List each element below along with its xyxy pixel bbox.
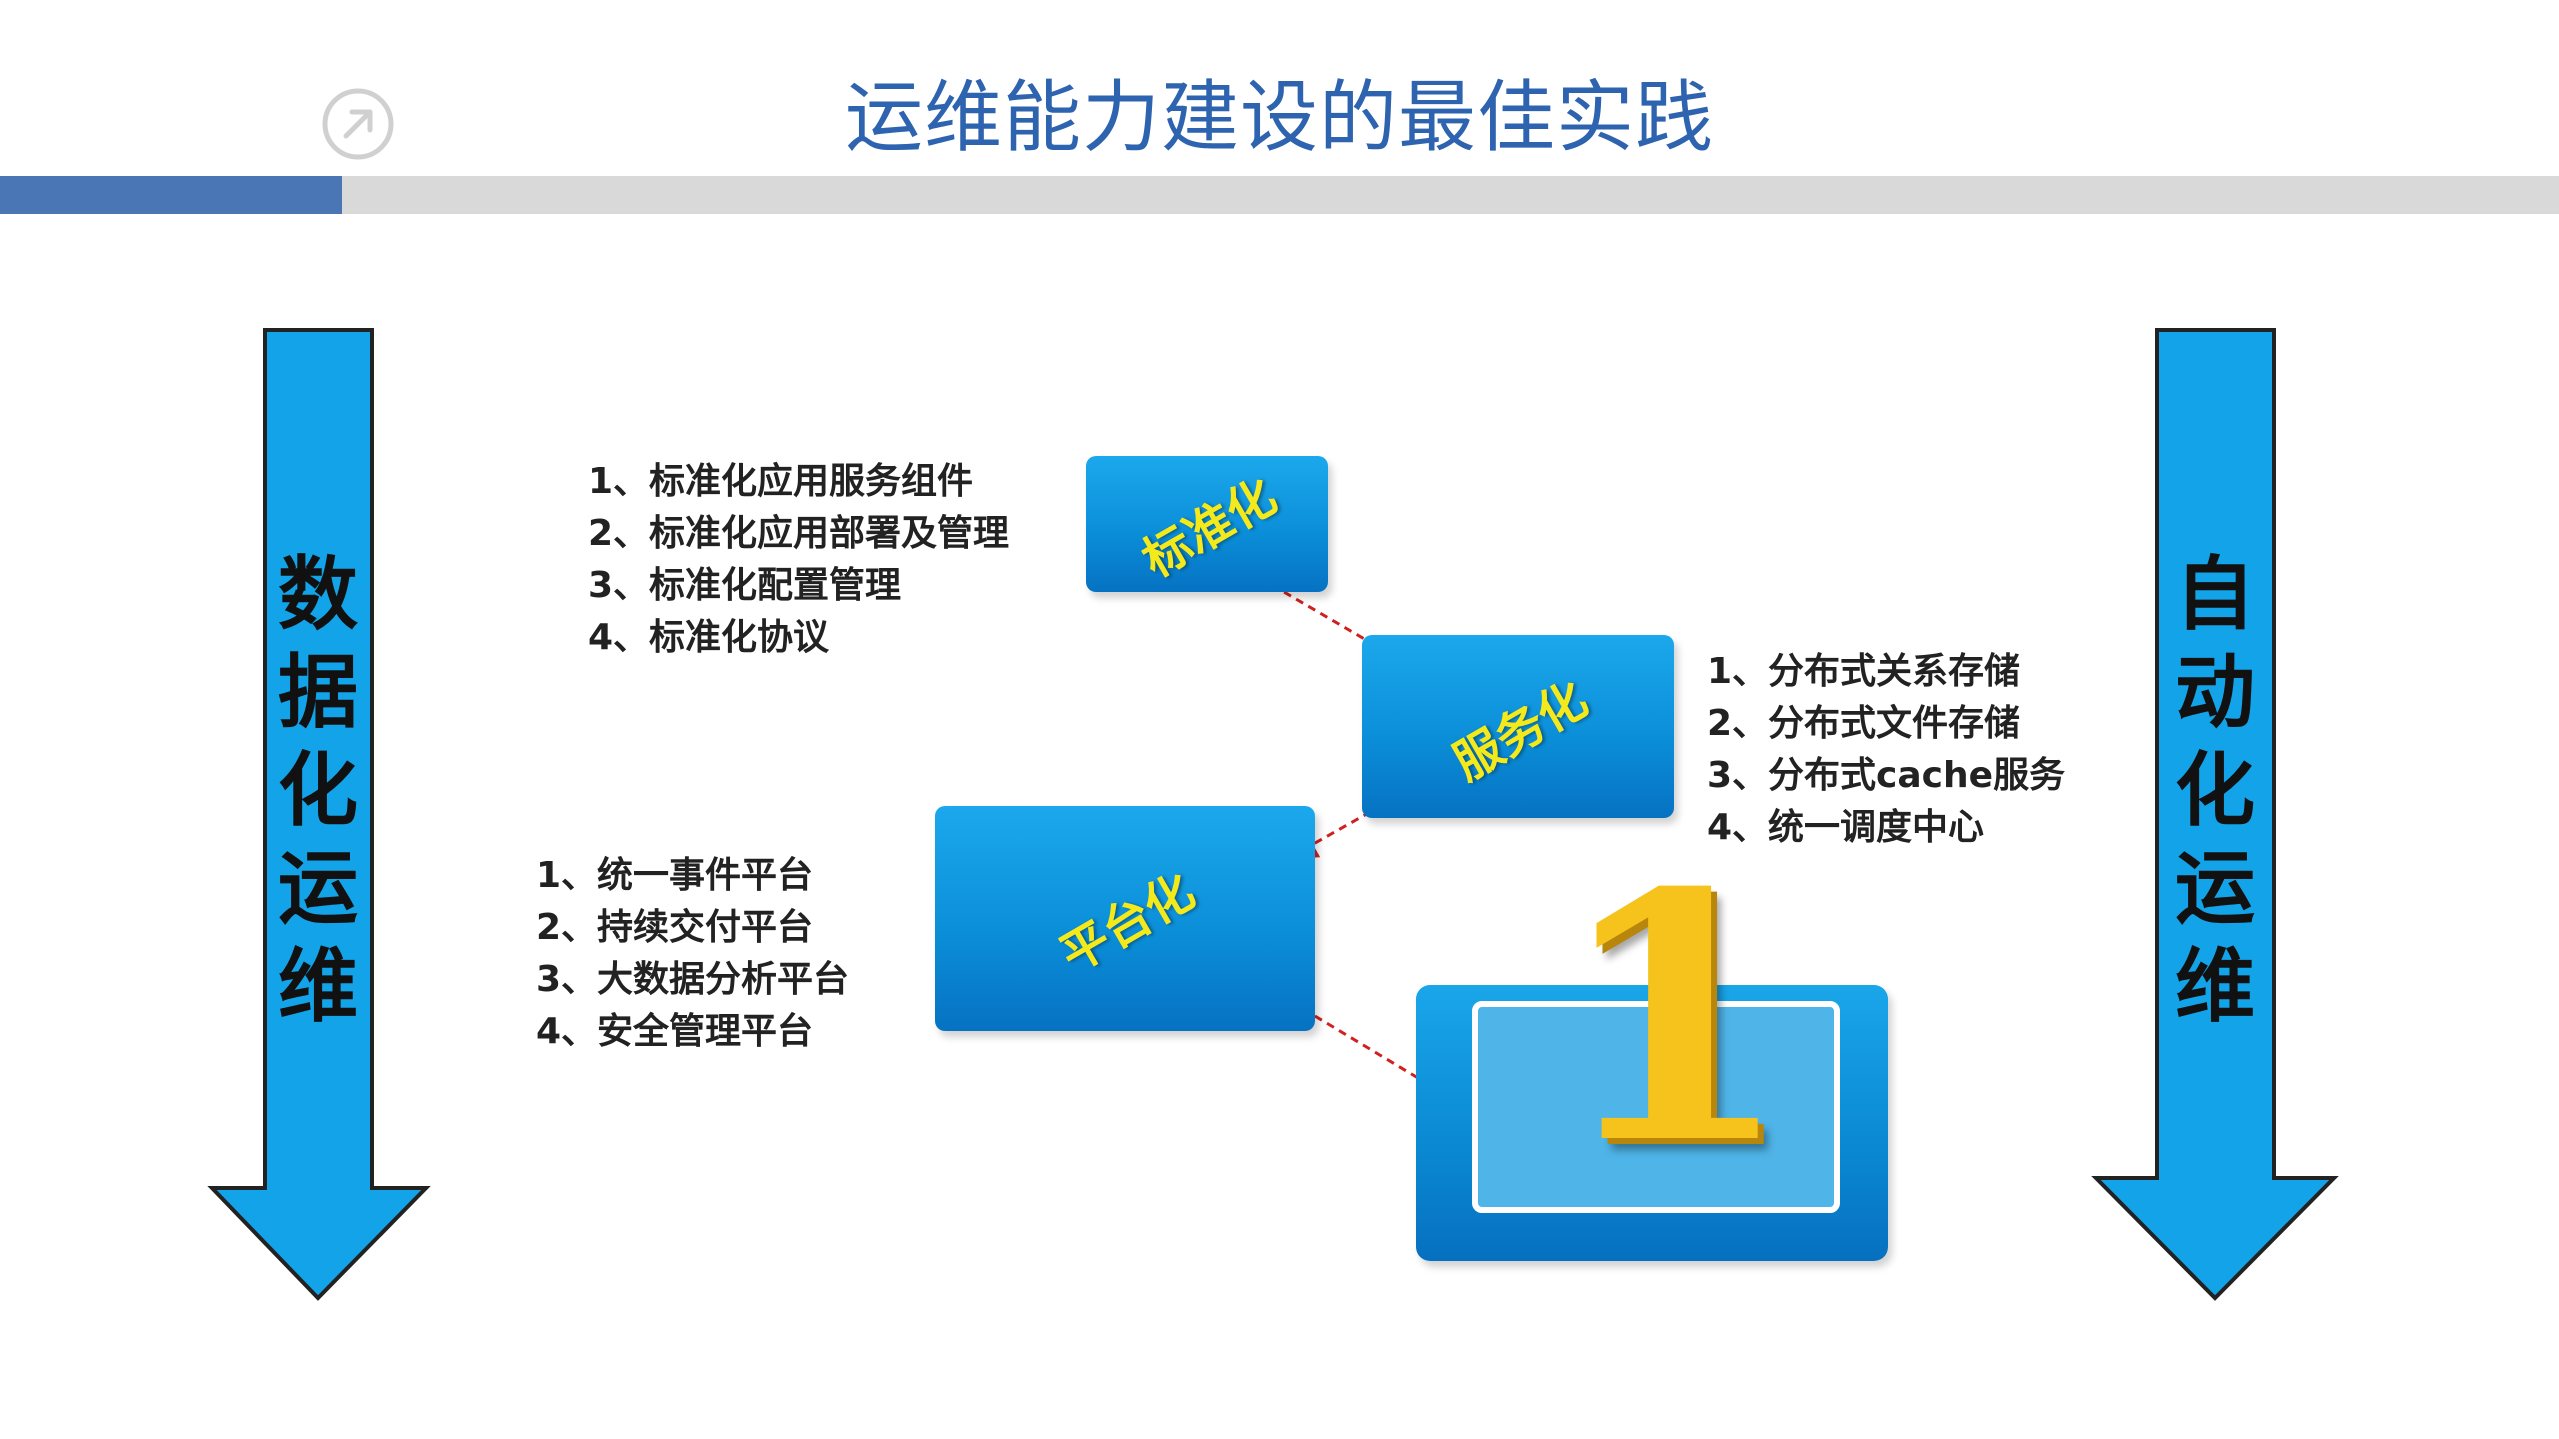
servitization-item-list: 1、分布式关系存储 2、分布式文件存储 3、分布式cache服务 4、统一调度中… [1707,646,2065,854]
goal-panel [1416,985,1888,1261]
arrow-up-right-circle-icon [322,88,394,160]
platformization-item-list: 1、统一事件平台 2、持续交付平台 3、大数据分析平台 4、安全管理平台 [536,850,849,1058]
list-item: 2、分布式文件存储 [1707,703,2021,744]
stage-label: 平台化 [1051,862,1204,984]
stage-box-standardization: 标准化 [1086,456,1328,592]
list-item: 3、分布式cache服务 [1707,755,2066,796]
stage-label: 服务化 [1444,670,1597,792]
header-accent-bar [0,176,342,214]
left-down-arrow [207,328,431,1301]
list-item: 1、分布式关系存储 [1707,651,2021,692]
standardization-item-list: 1、标准化应用服务组件 2、标准化应用部署及管理 3、标准化配置管理 4、标准化… [588,456,1009,664]
stage-label: 标准化 [1133,468,1286,589]
header-divider-bar [342,176,2559,214]
right-down-arrow [2091,328,2339,1301]
left-arrow-label: 数 据 化 运 维 [278,547,358,1033]
page-title: 运维能力建设的最佳实践 [844,73,1714,163]
list-item: 4、统一调度中心 [1707,807,1985,848]
list-item: 1、统一事件平台 [536,855,814,896]
stage-box-platformization: 平台化 [935,806,1315,1031]
goal-panel-inner [1472,1001,1840,1213]
list-item: 1、标准化应用服务组件 [588,461,974,502]
list-item: 3、大数据分析平台 [536,959,850,1000]
list-item: 4、标准化协议 [588,617,830,658]
right-arrow-label: 自 动 化 运 维 [2175,547,2255,1033]
number-one-trophy-icon: 1 [1555,820,1792,1219]
list-item: 3、标准化配置管理 [588,565,902,606]
list-item: 4、安全管理平台 [536,1011,814,1052]
list-item: 2、标准化应用部署及管理 [588,513,1010,554]
list-item: 2、持续交付平台 [536,907,814,948]
stage-box-servitization: 服务化 [1362,635,1674,818]
